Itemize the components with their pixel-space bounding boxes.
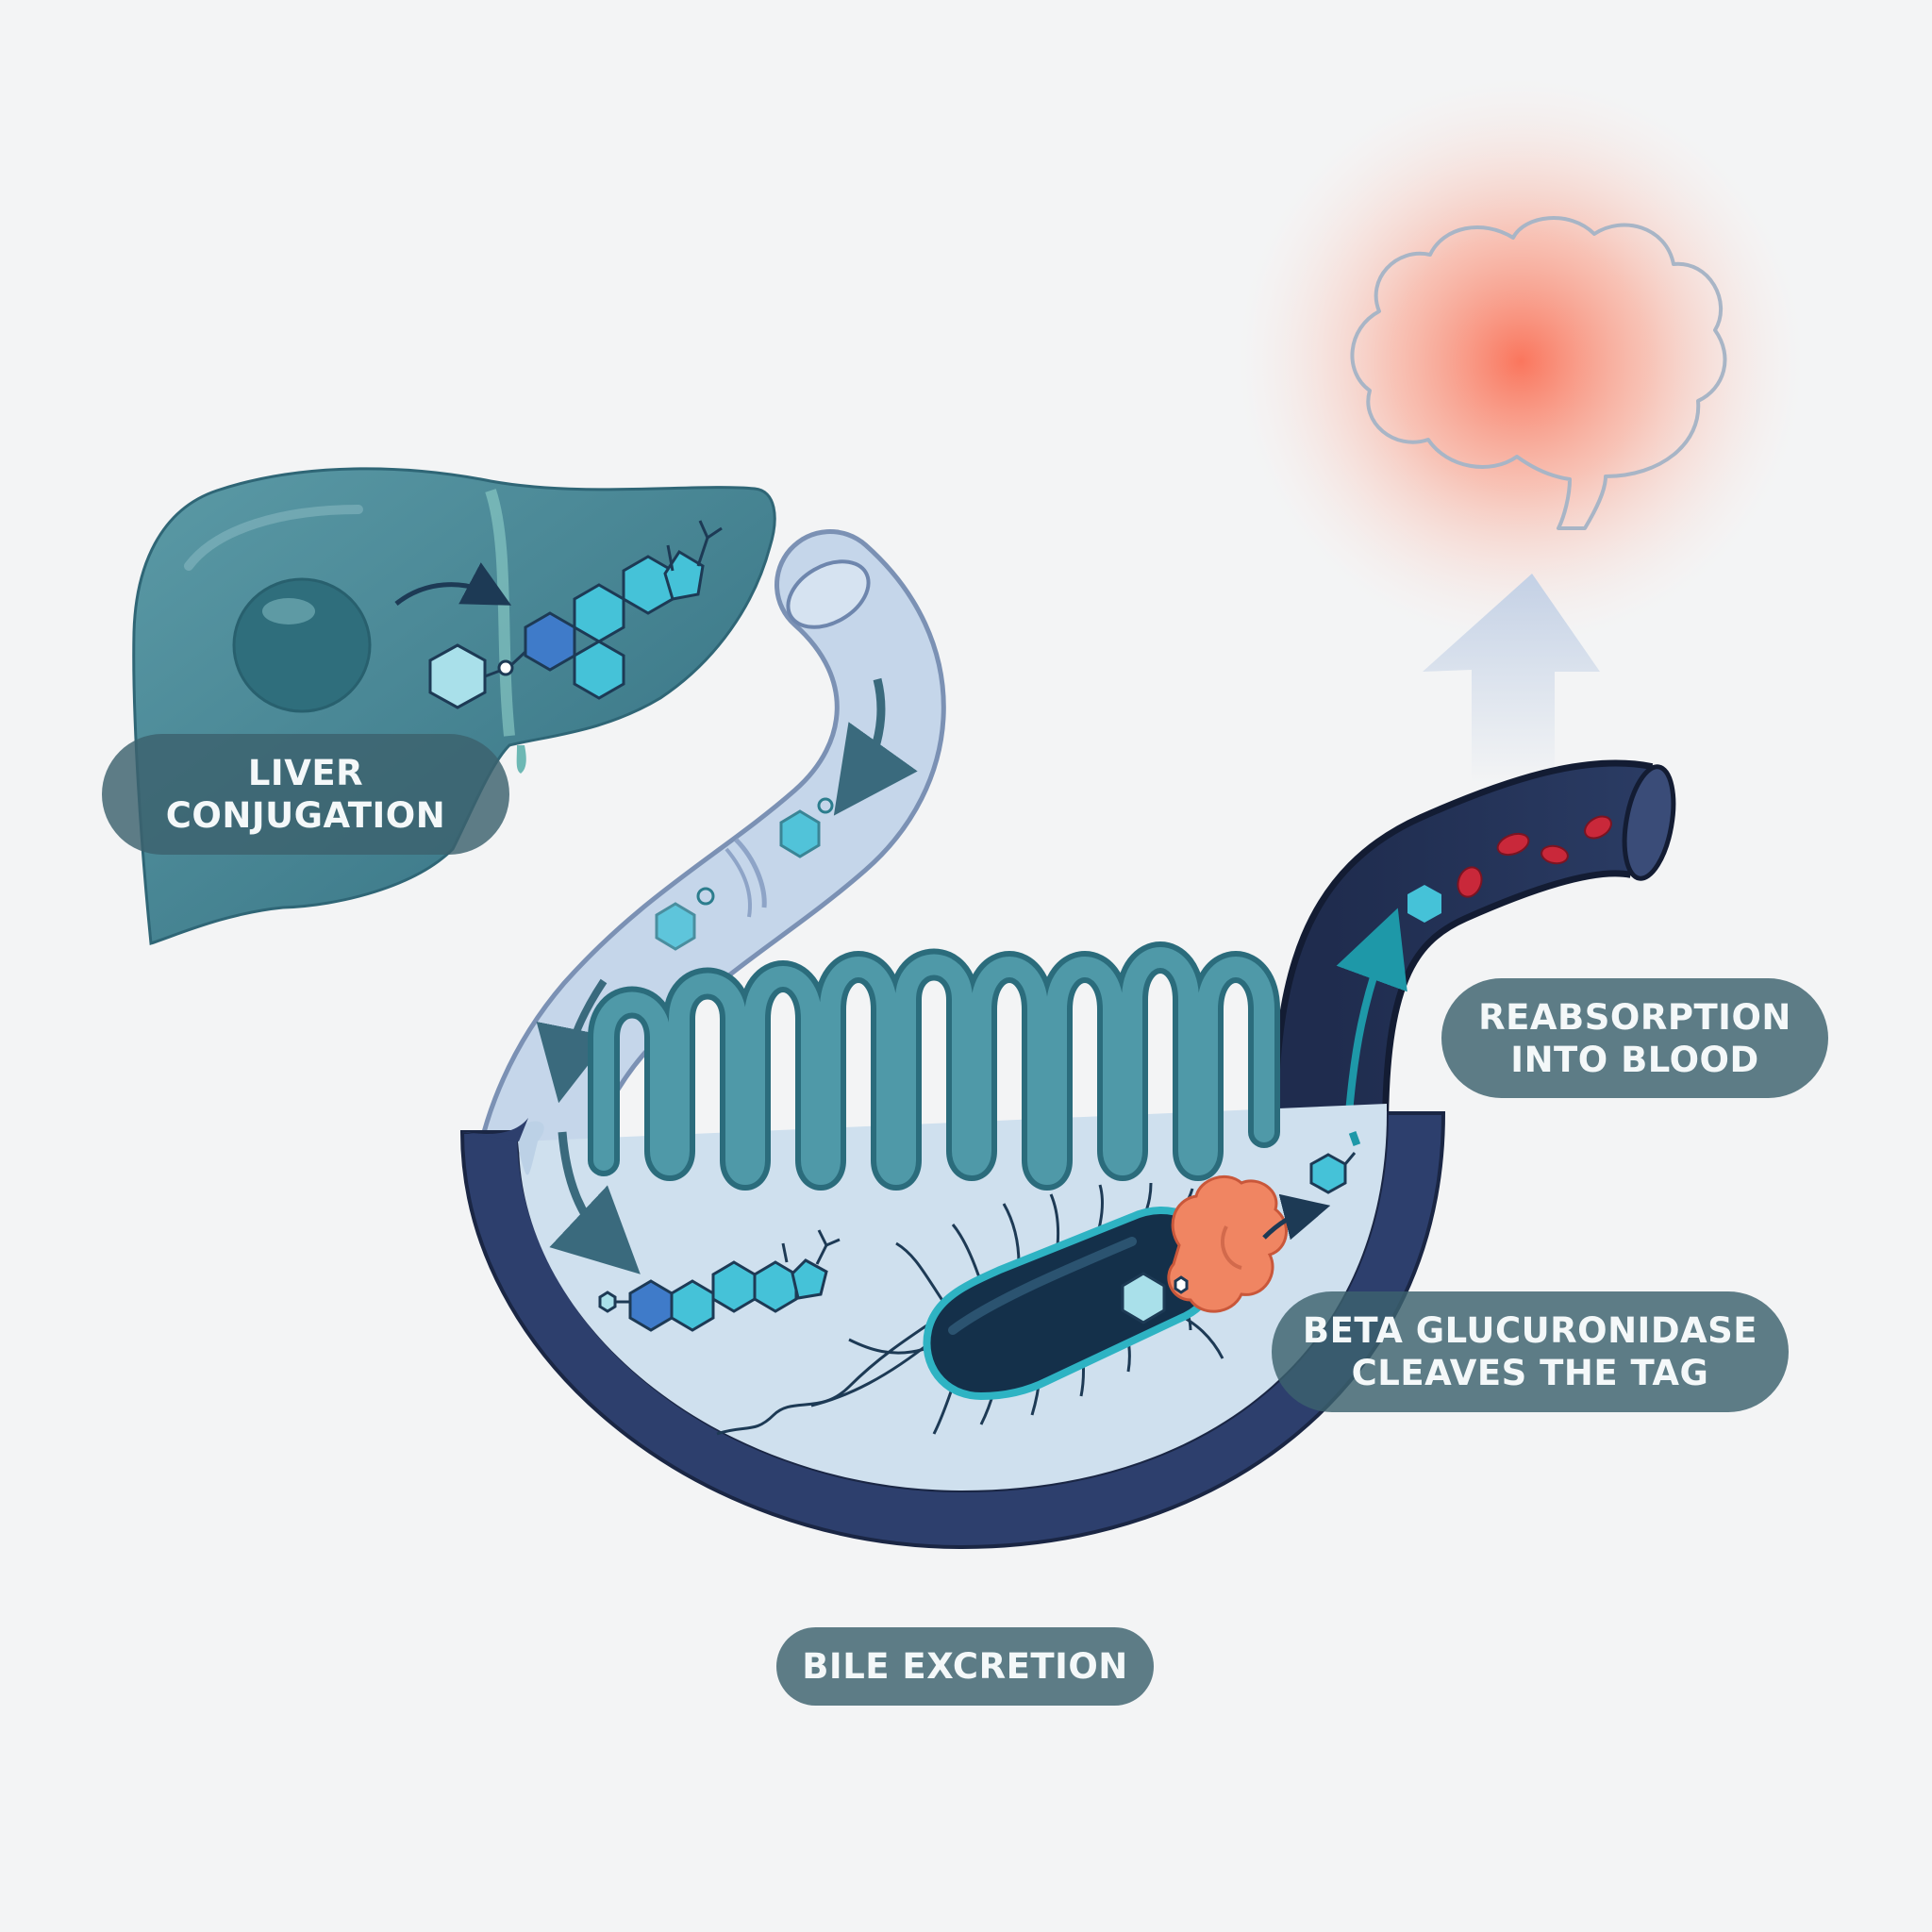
reabsorption-label: REABSORPTION INTO BLOOD	[1441, 978, 1828, 1098]
villi-icon	[588, 941, 1280, 1191]
beta-label-line-1: BETA GLUCURONIDASE	[1302, 1310, 1758, 1351]
bacterium-icon	[716, 1182, 1224, 1436]
reabsorption-label-line-1: REABSORPTION	[1478, 996, 1791, 1038]
reabsorption-label-line-2: INTO BLOOD	[1510, 1039, 1759, 1080]
molecule-icon	[1121, 1272, 1189, 1324]
bile-excretion-label: BILE EXCRETION	[776, 1627, 1154, 1706]
liver-label-line-1: LIVER	[247, 753, 364, 793]
brain-icon	[1238, 78, 1804, 644]
up-arrow-icon	[1423, 574, 1600, 783]
molecule-icon	[598, 1229, 841, 1332]
bile-label-text: BILE EXCRETION	[802, 1646, 1128, 1687]
beta-glucuronidase-label: BETA GLUCURONIDASE CLEAVES THE TAG	[1272, 1291, 1789, 1412]
bile-duct-icon	[473, 529, 946, 1244]
liver-label-line-2: CONJUGATION	[165, 795, 446, 836]
blood-cell-icon	[1457, 815, 1612, 898]
arrow-icon	[549, 1131, 641, 1274]
beta-label-line-2: CLEAVES THE TAG	[1351, 1353, 1709, 1393]
molecule-icon	[1262, 1131, 1361, 1241]
liver-conjugation-label: LIVER CONJUGATION	[102, 734, 509, 855]
molecule-icon	[428, 520, 723, 709]
blood-vessel-icon	[1272, 759, 1676, 1133]
